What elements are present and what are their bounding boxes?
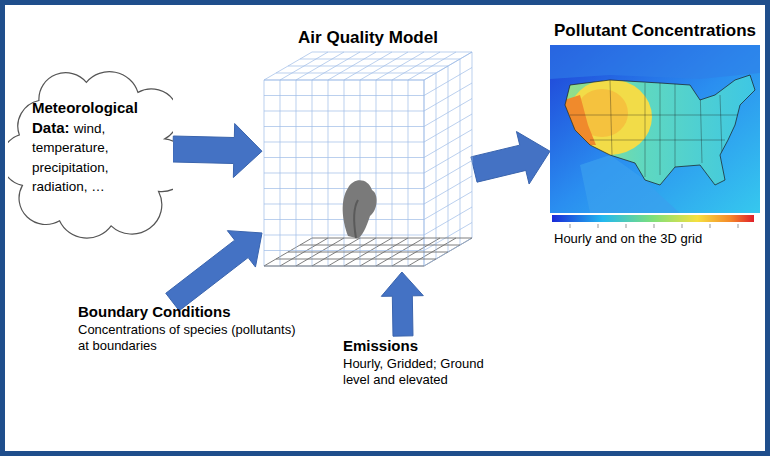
node-body: Concentrations of species (pollutants) a… [78, 322, 303, 356]
grid-line [264, 266, 424, 267]
plume-core [354, 200, 358, 238]
grid-line [436, 73, 437, 259]
scale-tick [682, 224, 683, 228]
grid-line [264, 266, 424, 267]
grid-line [264, 235, 424, 236]
node-heading: Pollutant Concentrations [550, 20, 760, 41]
grid-line [264, 126, 424, 127]
grid-line [264, 80, 424, 81]
scale-tick [654, 224, 655, 228]
scale-tick [738, 224, 739, 228]
node-body: Hourly, Gridded; Ground level and elevat… [343, 356, 503, 390]
map-node: Pollutant Concentrations [550, 20, 760, 246]
cloud-text-box: Meteorological Data:wind, temperature, p… [8, 58, 173, 214]
scale-tick [710, 224, 711, 228]
grid-line [312, 238, 472, 239]
grid-line [264, 80, 424, 81]
label-node: Boundary ConditionsConcentrations of spe… [78, 302, 303, 355]
scale-tick [598, 224, 599, 228]
grid-line [264, 188, 424, 189]
model-grid [262, 50, 474, 272]
grid-line [264, 95, 424, 96]
grid-line [264, 250, 424, 251]
block-arrow [166, 231, 262, 311]
block-arrow [381, 272, 423, 336]
label-node: EmissionsHourly, Gridded; Ground level a… [343, 336, 503, 389]
map-caption: Hourly and on the 3D grid [550, 231, 760, 246]
scale-tick [570, 224, 571, 228]
grid-line [276, 73, 436, 74]
grid-line [460, 59, 461, 245]
concentration-map [550, 45, 760, 213]
block-arrow [471, 132, 550, 185]
model-node: Air Quality Model [262, 28, 474, 272]
grid-line [300, 245, 460, 246]
grid-line [264, 111, 424, 112]
node-heading: Air Quality Model [262, 28, 474, 48]
color-scale [550, 213, 760, 229]
grid-line [300, 59, 460, 60]
grid-line [276, 259, 436, 260]
grid-line [288, 252, 448, 253]
grid-line [448, 66, 449, 252]
scale-tick [626, 224, 627, 228]
grid-line [264, 173, 424, 174]
block-arrow [173, 124, 262, 178]
grid-line [264, 157, 424, 158]
grid-line [264, 142, 424, 143]
grid-line [288, 66, 448, 67]
grid-line [472, 52, 473, 238]
emission-plume [343, 180, 377, 238]
cloud-node: Meteorological Data:wind, temperature, p… [8, 58, 173, 240]
node-heading: Emissions [343, 336, 503, 356]
node-heading: Boundary Conditions [78, 302, 303, 322]
grid-line [312, 52, 472, 53]
